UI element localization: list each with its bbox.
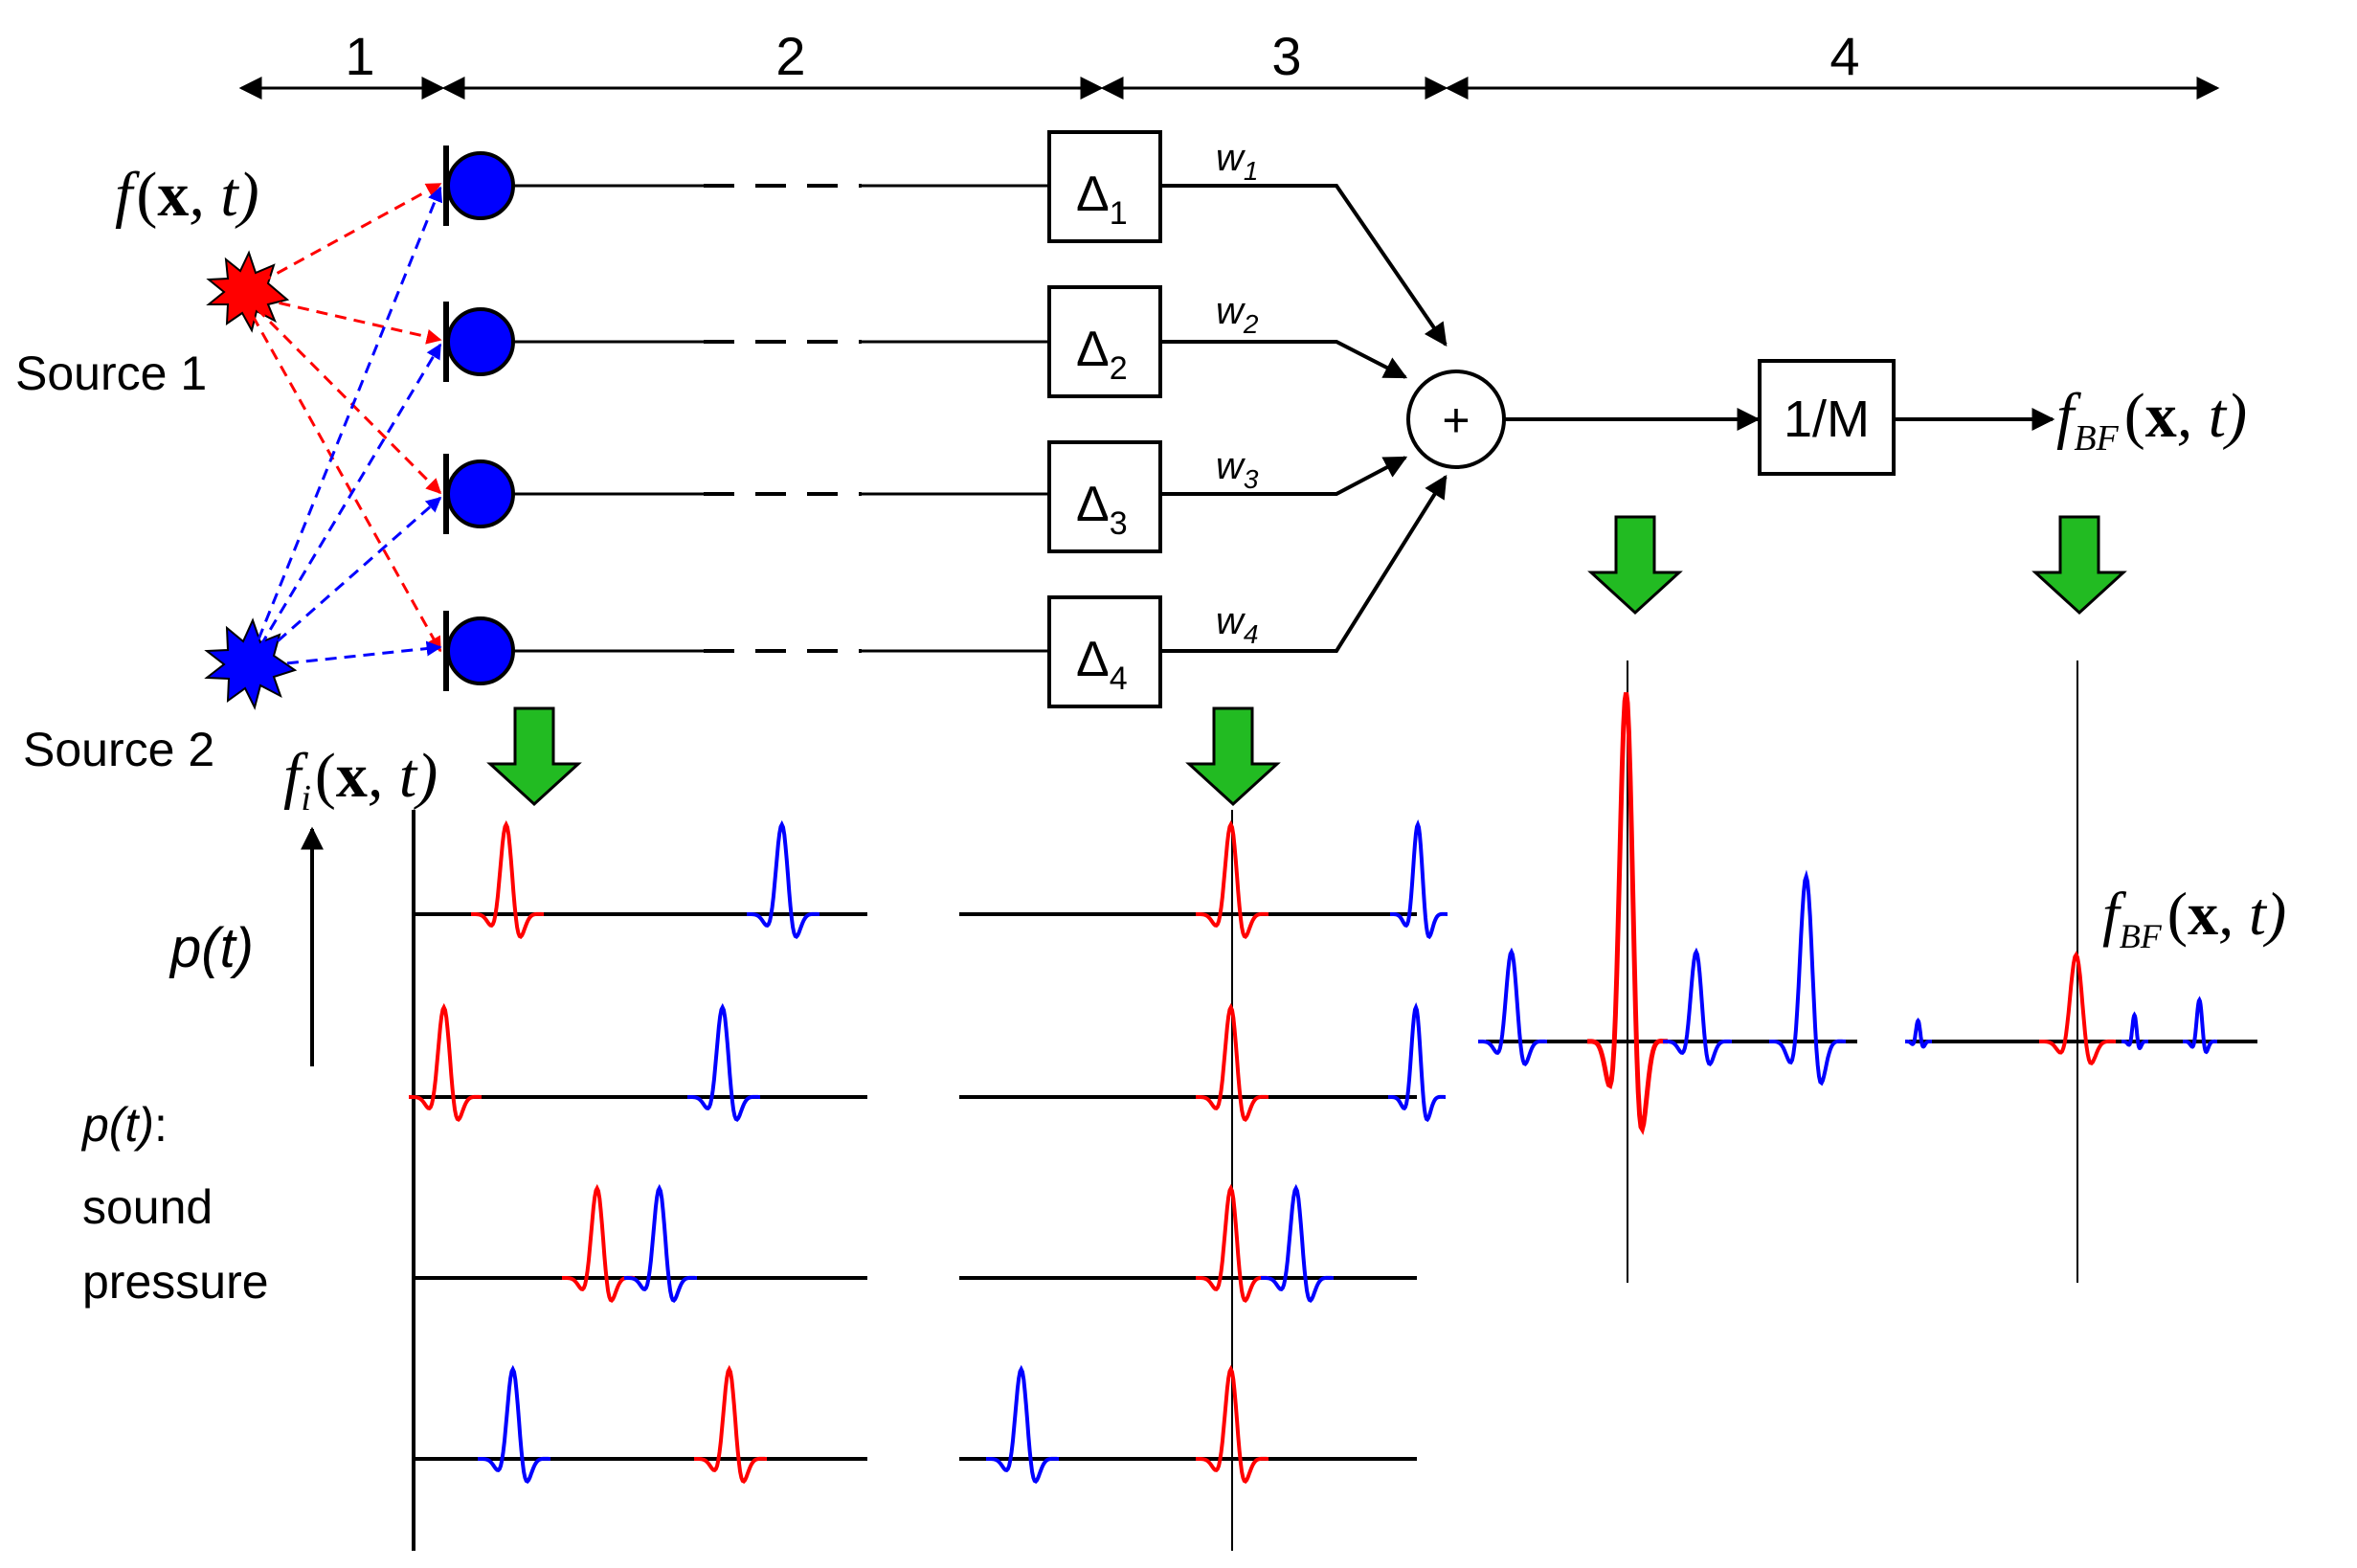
source-1-burst-icon	[206, 250, 290, 333]
summer-output-arrow-icon	[1587, 515, 1683, 616]
summer-symbol: +	[1442, 393, 1470, 447]
summed-source-2-pulse-c	[1769, 869, 1846, 1086]
beamformed-signal-label: fBF(x, t)	[2102, 880, 2286, 955]
source-1-label: Source 1	[15, 347, 207, 400]
mic-signals-panel	[412, 810, 867, 1551]
normalized-source-1-pulse	[2039, 951, 2116, 1066]
microphone-array	[443, 146, 515, 691]
delay-1-label: Δ1	[1076, 167, 1128, 232]
normalized-source-2-pulse-b	[2121, 1011, 2148, 1051]
mic-1-source-1-pulse	[471, 819, 544, 939]
mic-1-source-2-pulse	[747, 819, 819, 939]
delay-2-label: Δ2	[1076, 322, 1128, 387]
delayed-3-source-1-pulse	[1196, 1183, 1268, 1303]
stage-indicator: 1 2 3 4	[238, 26, 2220, 100]
pressure-axis-label: p(t)	[168, 917, 254, 979]
normalized-source-2-pulse-c	[2183, 996, 2217, 1055]
delayed-3-source-2-pulse	[1261, 1183, 1334, 1303]
weight-2-label: w2	[1216, 290, 1259, 339]
delayed-4-source-2-pulse	[986, 1364, 1059, 1484]
delayed-2-source-2-pulse	[1388, 1001, 1446, 1123]
delayed-2-source-1-pulse	[1196, 1002, 1268, 1122]
source-2-label: Source 2	[23, 723, 214, 776]
source-2-burst-icon	[204, 617, 298, 710]
stage-1-label: 1	[345, 26, 374, 86]
waveform-pulses	[409, 692, 2217, 1484]
normalized-source-2-pulse-a	[1905, 1017, 1932, 1049]
delay-3-label: Δ3	[1076, 477, 1128, 542]
pressure-legend: p(t):	[80, 1098, 168, 1152]
mic-4-source-2-pulse	[478, 1364, 550, 1484]
channel-lines	[513, 184, 1049, 653]
delay-4-label: Δ4	[1076, 632, 1128, 697]
delay-blocks: Δ1 Δ2 Δ3 Δ4	[1047, 130, 1162, 708]
pressure-legend-line3: pressure	[82, 1255, 269, 1309]
summed-source-2-pulse-a	[1478, 947, 1547, 1066]
weight-4-label: w4	[1216, 600, 1258, 649]
normalized-output-arrow-icon	[2032, 515, 2127, 616]
output-signal-label: fBF(x, t)	[2056, 381, 2247, 459]
pressure-legend-line2: sound	[82, 1180, 213, 1234]
delayed-1-source-1-pulse	[1196, 819, 1268, 939]
microphone-4-icon	[446, 616, 515, 685]
mic-3-source-2-pulse	[624, 1183, 697, 1303]
delayed-1-source-2-pulse	[1390, 818, 1448, 940]
normalizer-box	[1758, 359, 1896, 476]
stage-4-label: 4	[1829, 26, 1859, 86]
delay-1-box	[1047, 130, 1162, 243]
weight-paths	[1160, 184, 1448, 653]
normalizer-label: 1/M	[1784, 391, 1870, 448]
stage-3-label: 3	[1271, 26, 1301, 86]
delay-output-arrow-icon	[1185, 706, 1281, 807]
mic-2-source-1-pulse	[409, 1002, 482, 1122]
green-arrows	[486, 515, 2127, 807]
mic-signal-label: fi(x, t)	[283, 741, 438, 818]
summed-source-1-pulse	[1587, 692, 1669, 1135]
summed-source-2-pulse-b	[1663, 947, 1732, 1066]
normalized-signal-panel	[1909, 661, 2257, 1283]
mic-3-source-1-pulse	[562, 1183, 635, 1303]
delayed-signals-panel	[959, 810, 1417, 1551]
stage-2-label: 2	[775, 26, 805, 86]
delay-2-box	[1047, 285, 1162, 398]
weight-3-label: w3	[1216, 445, 1259, 494]
summed-signal-panel	[1486, 661, 1857, 1283]
source-signal-label: f(x, t)	[115, 160, 259, 230]
microphone-output-arrow-icon	[486, 706, 582, 807]
mic-2-source-2-pulse	[687, 1002, 760, 1122]
source-2-propagation-paths	[257, 186, 443, 667]
microphone-3-icon	[446, 459, 515, 528]
weight-1-label: w1	[1216, 137, 1258, 186]
microphone-2-icon	[446, 307, 515, 376]
microphone-1-icon	[446, 151, 515, 220]
delayed-4-source-1-pulse	[1196, 1364, 1268, 1484]
source-1-propagation-paths	[251, 182, 442, 653]
delay-3-box	[1047, 440, 1162, 553]
mic-4-source-1-pulse	[694, 1364, 767, 1484]
